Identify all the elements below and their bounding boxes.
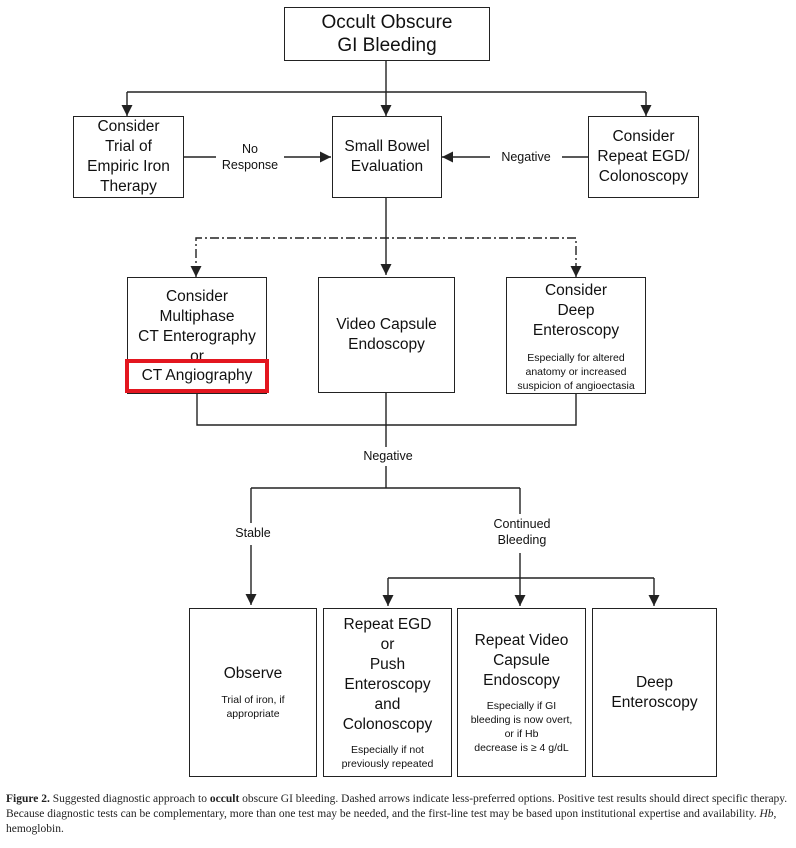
node-consider-empiric-iron: Consider Trial of Empiric Iron Therapy	[73, 116, 184, 198]
node-repeat-video-capsule: Repeat Video Capsule Endoscopy Especiall…	[457, 608, 586, 777]
node-note: Especially if not previously repeated	[341, 743, 434, 770]
node-title: Consider Repeat EGD/ Colonoscopy	[597, 128, 690, 185]
caption-text-1: Suggested diagnostic approach to	[49, 793, 210, 805]
node-consider-deep-enteroscopy: Consider Deep Enteroscopy Especially for…	[506, 277, 646, 394]
node-title: Small Bowel Evaluation	[344, 138, 430, 175]
node-repeat-egd-push-enteroscopy: Repeat EGD or Push Enteroscopy and Colon…	[323, 608, 452, 777]
node-small-bowel-evaluation: Small Bowel Evaluation	[332, 116, 442, 198]
node-title: Consider Multiphase CT Enterography or	[138, 288, 256, 365]
node-title: Video Capsule Endoscopy	[336, 316, 437, 353]
node-video-capsule-endoscopy: Video Capsule Endoscopy	[318, 277, 455, 393]
caption-occult: occult	[209, 793, 240, 805]
node-title: Repeat Video Capsule Endoscopy	[474, 631, 569, 689]
node-observe: Observe Trial of iron, if appropriate	[189, 608, 317, 777]
node-consider-repeat-egd: Consider Repeat EGD/ Colonoscopy	[588, 116, 699, 198]
label-continued-bleeding: Continued Bleeding	[480, 516, 564, 548]
node-title: Occult Obscure GI Bleeding	[321, 12, 453, 56]
figure-caption: Figure 2. Suggested diagnostic approach …	[6, 792, 790, 837]
node-note: Especially for altered anatomy or increa…	[517, 352, 635, 392]
node-deep-enteroscopy: Deep Enteroscopy	[592, 608, 717, 777]
node-occult-obscure-gi-bleeding: Occult Obscure GI Bleeding	[284, 7, 490, 61]
caption-text-2: obscure GI bleeding. Dashed arrows indic…	[6, 793, 788, 820]
label-no-response: No Response	[216, 141, 284, 173]
node-note: Trial of iron, if appropriate	[221, 694, 285, 720]
label-negative-center: Negative	[352, 448, 424, 464]
node-highlight-label: CT Angiography	[141, 367, 253, 384]
caption-hb: Hb	[759, 808, 774, 820]
caption-figure-number: Figure 2.	[6, 793, 50, 805]
node-title: Repeat EGD or Push Enteroscopy and Colon…	[342, 615, 433, 733]
node-note: Especially if GI bleeding is now overt, …	[470, 699, 573, 754]
node-title: Consider Trial of Empiric Iron Therapy	[87, 118, 170, 195]
node-title: Observe	[223, 665, 283, 682]
label-stable: Stable	[224, 525, 282, 541]
highlighted-ct-angiography: CT Angiography	[125, 359, 269, 393]
node-title: Deep Enteroscopy	[611, 673, 698, 711]
caption-text-3: , hemoglobin.	[6, 808, 777, 835]
node-title: Consider Deep Enteroscopy	[532, 282, 620, 339]
label-negative-right: Negative	[490, 149, 562, 165]
dashed-branch	[195, 237, 577, 275]
